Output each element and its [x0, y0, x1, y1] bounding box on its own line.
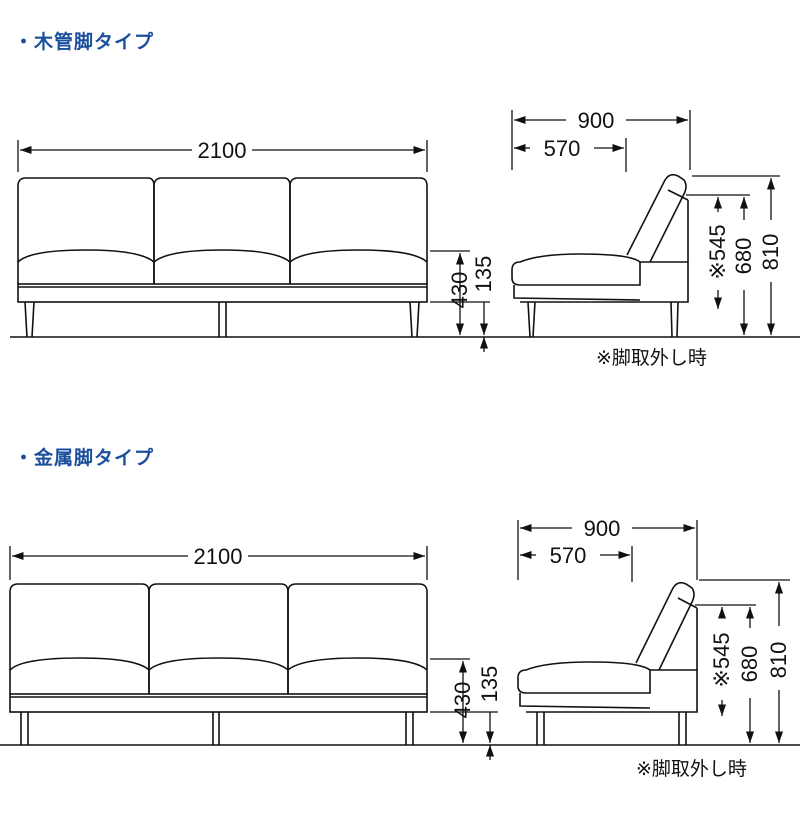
- seat-side: [511, 253, 641, 286]
- frame-side: [520, 261, 689, 303]
- leg: [670, 301, 679, 338]
- front-view-metal: [0, 583, 800, 746]
- leg: [212, 712, 220, 745]
- height-810-dimension: 810: [758, 234, 783, 271]
- leg-height-dimension: 135: [477, 666, 502, 703]
- side-view-metal: [517, 581, 698, 745]
- height-810-dimension: 810: [766, 642, 791, 679]
- back-cushion-side: [626, 173, 687, 263]
- leg: [24, 301, 35, 338]
- width-dimension: 2100: [194, 544, 243, 569]
- base-frame: [17, 283, 428, 303]
- back-cushion: [289, 177, 428, 262]
- frame-side: [526, 669, 698, 713]
- front-view-wood: [10, 177, 800, 338]
- depth-dimension: 900: [578, 108, 615, 133]
- seat-depth-dimension: 570: [544, 136, 581, 161]
- back-cushion: [9, 583, 150, 670]
- leg: [20, 712, 29, 745]
- leg: [536, 712, 545, 745]
- legs-removed-note: ※脚取外し時: [596, 347, 707, 369]
- depth-dimension: 900: [584, 516, 621, 541]
- base-side: [519, 693, 651, 709]
- seat-cushion: [9, 657, 150, 694]
- height-680-dimension: 680: [737, 646, 762, 683]
- seat-height-dimension: 430: [447, 272, 472, 309]
- seat-cushion: [148, 657, 289, 694]
- leg: [218, 302, 227, 337]
- seat-cushion: [287, 657, 428, 694]
- seat-cushion: [289, 249, 428, 284]
- side-view-wood: [511, 173, 689, 338]
- seat-cushion: [153, 249, 291, 284]
- base-side: [513, 285, 641, 301]
- section-title-wood-legs: ・木管脚タイプ: [14, 31, 155, 53]
- leg: [527, 301, 536, 338]
- width-dimension: 2100: [198, 138, 247, 163]
- back-cushion: [287, 583, 428, 670]
- back-cushion-side: [635, 581, 695, 671]
- seat-side: [517, 661, 651, 694]
- height-545-dimension: ※545: [705, 224, 730, 279]
- leg-height-dimension: 135: [471, 256, 496, 293]
- leg: [405, 712, 414, 745]
- seat-depth-dimension: 570: [550, 543, 587, 568]
- leg: [409, 301, 420, 338]
- height-545-dimension: ※545: [709, 632, 734, 687]
- back-cushion: [148, 583, 289, 670]
- section-title-metal-legs: ・金属脚タイプ: [14, 447, 155, 469]
- leg: [678, 712, 687, 745]
- height-680-dimension: 680: [731, 238, 756, 275]
- legs-removed-note: ※脚取外し時: [636, 758, 747, 780]
- seat-height-dimension: 430: [450, 682, 475, 719]
- seat-cushion: [17, 249, 155, 284]
